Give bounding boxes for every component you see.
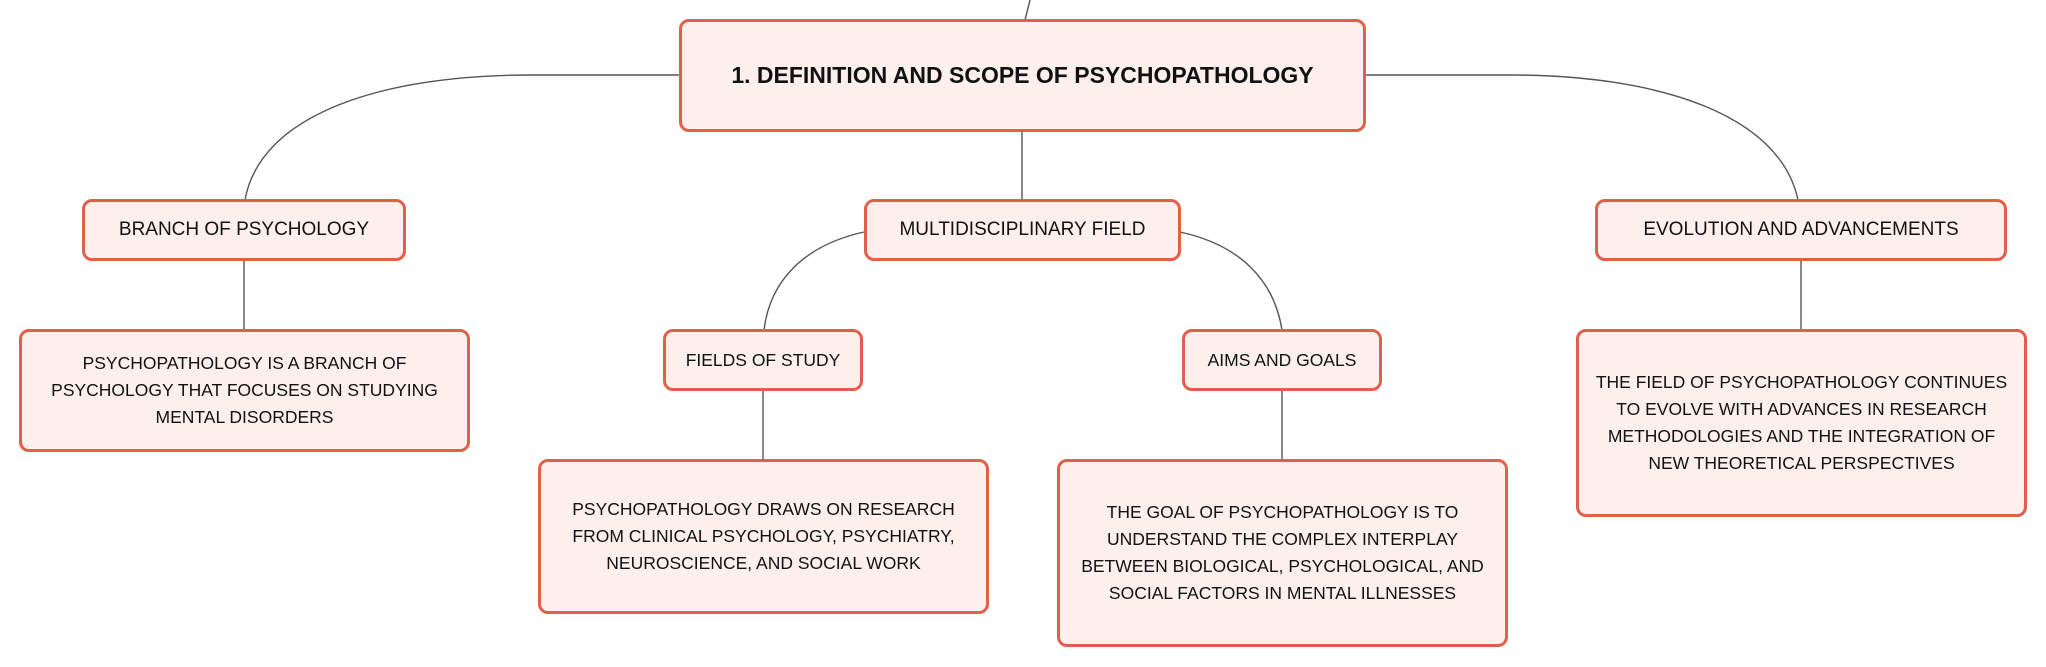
branch-of-psychology-node[interactable]: BRANCH OF PSYCHOLOGY [82, 199, 406, 261]
connector-root-branch [244, 74, 680, 201]
multidisciplinary-field-node[interactable]: MULTIDISCIPLINARY FIELD [864, 199, 1181, 261]
evolution-and-advancements-description-node[interactable]: THE FIELD OF PSYCHOPATHOLOGY CONTINUES T… [1576, 329, 2027, 517]
aims-and-goals-node[interactable]: AIMS AND GOALS [1182, 329, 1382, 391]
branch-of-psychology-description: PSYCHOPATHOLOGY IS A BRANCH OF PSYCHOLOG… [51, 353, 438, 427]
multidisciplinary-field-label: MULTIDISCIPLINARY FIELD [899, 219, 1146, 240]
branch-of-psychology-description-node[interactable]: PSYCHOPATHOLOGY IS A BRANCH OF PSYCHOLOG… [19, 329, 470, 452]
evolution-and-advancements-node[interactable]: EVOLUTION AND ADVANCEMENTS [1595, 199, 2007, 261]
aims-and-goals-label: AIMS AND GOALS [1207, 349, 1357, 370]
connector-root-parent [1024, 0, 1031, 21]
fields-of-study-description: PSYCHOPATHOLOGY DRAWS ON RESEARCH FROM C… [572, 499, 955, 573]
fields-of-study-label: FIELDS OF STUDY [685, 349, 841, 370]
connector-multidisciplinary-aims [1179, 231, 1283, 331]
evolution-and-advancements-description: THE FIELD OF PSYCHOPATHOLOGY CONTINUES T… [1595, 372, 2008, 473]
aims-and-goals-description-node[interactable]: THE GOAL OF PSYCHOPATHOLOGY IS TO UNDERS… [1057, 459, 1508, 647]
connector-root-evolution [1364, 74, 1799, 201]
connector-multidisciplinary-fields [763, 231, 865, 331]
aims-and-goals-description: THE GOAL OF PSYCHOPATHOLOGY IS TO UNDERS… [1081, 502, 1484, 603]
root-node[interactable]: 1. DEFINITION AND SCOPE OF PSYCHOPATHOLO… [679, 19, 1366, 132]
evolution-and-advancements-label: EVOLUTION AND ADVANCEMENTS [1643, 219, 1959, 240]
root-label: 1. DEFINITION AND SCOPE OF PSYCHOPATHOLO… [731, 62, 1314, 88]
fields-of-study-description-node[interactable]: PSYCHOPATHOLOGY DRAWS ON RESEARCH FROM C… [538, 459, 989, 614]
branch-of-psychology-label: BRANCH OF PSYCHOLOGY [118, 219, 370, 240]
fields-of-study-node[interactable]: FIELDS OF STUDY [663, 329, 863, 391]
